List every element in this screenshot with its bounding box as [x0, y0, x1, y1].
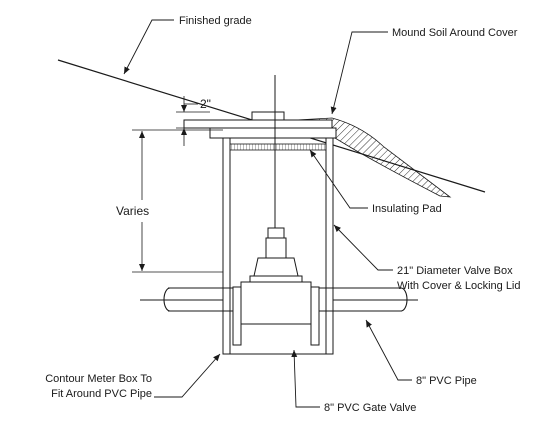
cover-flange — [209, 127, 337, 139]
valve-box-label-line1: 21" Diameter Valve Box — [397, 265, 513, 277]
meter-box-label-line2: Fit Around PVC Pipe — [51, 388, 152, 400]
gate-valve-label: 8" PVC Gate Valve — [324, 402, 416, 414]
pvc-pipe-label: 8" PVC Pipe — [416, 375, 477, 387]
cover-offset-dimension: 2" — [200, 97, 211, 111]
valve-operating-nut — [267, 227, 285, 239]
valve-box-wall-left — [222, 137, 231, 355]
valve-body — [240, 281, 312, 325]
valve-box-wall-right — [325, 137, 334, 355]
valve-neck — [265, 237, 287, 259]
valve-box-label-line2: With Cover & Locking Lid — [397, 280, 521, 292]
mound-soil-label: Mound Soil Around Cover — [392, 27, 518, 39]
insulating-pad-label: Insulating Pad — [372, 203, 442, 215]
valve-flange-left — [232, 286, 242, 346]
valve-box-cover — [251, 111, 285, 121]
box-depth-dimension: Varies — [116, 204, 149, 218]
valve-flange-right — [310, 286, 320, 346]
finished-grade-label: Finished grade — [179, 15, 252, 27]
insulating-pad — [229, 143, 327, 151]
valve-bonnet — [253, 257, 299, 277]
valve-bonnet-flange — [249, 275, 303, 283]
cover-lid — [183, 119, 333, 129]
mound-soil — [295, 117, 452, 198]
meter-box-label-line1: Contour Meter Box To — [45, 373, 152, 385]
